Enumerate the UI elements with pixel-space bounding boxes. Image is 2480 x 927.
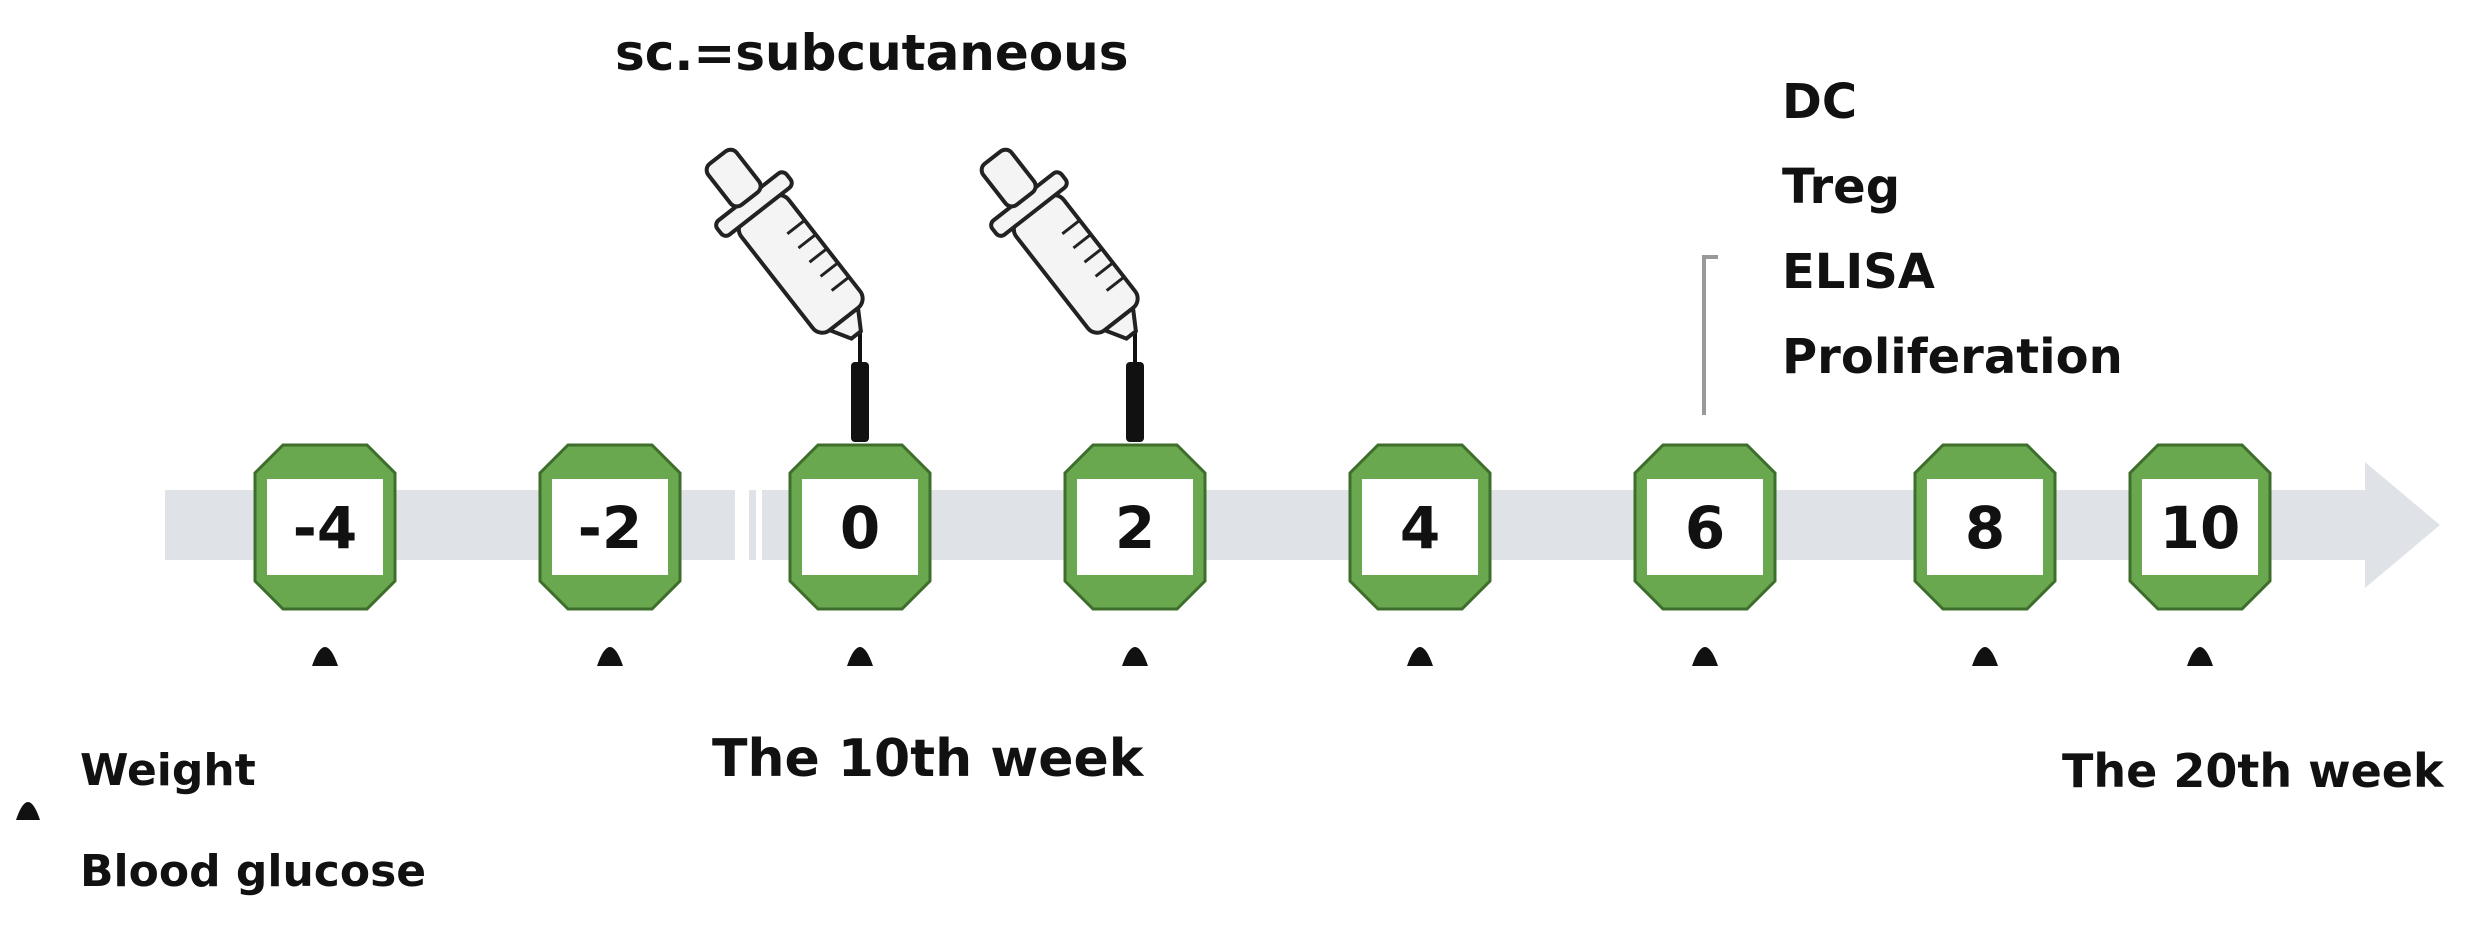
- node-label-box: [1362, 479, 1478, 575]
- legend-weight: Weight: [80, 745, 256, 796]
- syringe-tick: [819, 261, 839, 278]
- syringe-plunger: [704, 147, 763, 209]
- legend-triangle-icon: [16, 802, 40, 820]
- syringe-tick: [808, 247, 828, 264]
- timeline-break: [735, 490, 749, 560]
- node-week-label: -2: [578, 494, 642, 562]
- node-week-label: 10: [2160, 494, 2241, 562]
- node-label-box: [267, 479, 383, 575]
- node-week-label: 8: [1965, 494, 2005, 562]
- syringe-tick: [830, 275, 850, 292]
- syringe-plunger: [979, 147, 1038, 209]
- syringe-tick: [786, 219, 806, 235]
- syringe-tip: [825, 304, 864, 341]
- syringe-icon: [704, 147, 869, 442]
- analysis-elisa: ELISA: [1782, 244, 1935, 300]
- timepoint-node: 6: [1633, 443, 1777, 611]
- timeline-arrow: [165, 462, 2440, 588]
- node-label-box: [1077, 479, 1193, 575]
- syringe-hub: [851, 362, 869, 442]
- analysis-treg: Treg: [1782, 159, 1901, 215]
- timepoint-node: -4: [253, 443, 397, 611]
- timeline-arrowhead: [2365, 462, 2440, 588]
- timepoint-node: 4: [1348, 443, 1492, 611]
- syringe-tick: [1083, 247, 1103, 264]
- syringe-tick: [1105, 275, 1125, 292]
- node-week-label: -4: [293, 494, 357, 562]
- measurement-triangle-icon: [312, 647, 338, 666]
- node-week-label: 0: [840, 494, 880, 562]
- timepoint-node: 2: [1063, 443, 1207, 611]
- measurement-triangle-icon: [1407, 647, 1433, 666]
- measurement-triangle-icon: [847, 647, 873, 666]
- node-label-box: [2142, 479, 2258, 575]
- measurement-triangle-icon: [1122, 647, 1148, 666]
- syringe-barrel-group: [704, 147, 865, 341]
- node-week-label: 4: [1400, 494, 1440, 562]
- syringes: [704, 147, 1144, 442]
- node-week-label: 2: [1115, 494, 1155, 562]
- node-label-box: [552, 479, 668, 575]
- syringe-hub: [1126, 362, 1144, 442]
- diagram-title: sc.=subcutaneous: [615, 24, 1129, 82]
- node-label-box: [802, 479, 918, 575]
- timepoint-node: 0: [788, 443, 932, 611]
- timepoint-nodes: -4 -2 0 2 4 6 8 10: [253, 443, 2272, 611]
- measurement-triangle-icon: [1692, 647, 1718, 666]
- timepoint-node: -2: [538, 443, 682, 611]
- end-week-label: The 20th week: [2062, 744, 2444, 798]
- analysis-dc: DC: [1782, 74, 1858, 130]
- timepoint-node: 8: [1913, 443, 2057, 611]
- timepoint-node: 10: [2128, 443, 2272, 611]
- syringe-barrel-group: [979, 147, 1140, 341]
- week6-analyses: DC Treg ELISA Proliferation: [1782, 78, 2123, 381]
- measurement-triangle-icon: [2187, 647, 2213, 666]
- analyses-bracket: [1702, 255, 1718, 415]
- syringe-icon: [979, 147, 1144, 442]
- node-week-label: 6: [1685, 494, 1725, 562]
- analysis-proliferation: Proliferation: [1782, 329, 2123, 385]
- syringe-tick: [797, 233, 817, 250]
- legend-blood-glucose: Blood glucose: [80, 846, 427, 897]
- timeline-break: [756, 490, 762, 560]
- syringe-tick: [1061, 219, 1081, 235]
- node-label-box: [1647, 479, 1763, 575]
- node-label-box: [1927, 479, 2043, 575]
- measurement-triangle-icon: [597, 647, 623, 666]
- start-week-label: The 10th week: [712, 729, 1144, 789]
- syringe-tick: [1094, 261, 1114, 278]
- measurement-markers: [312, 647, 2213, 666]
- syringe-tip: [1100, 304, 1139, 341]
- measurement-triangle-icon: [1972, 647, 1998, 666]
- syringe-tick: [1072, 233, 1092, 250]
